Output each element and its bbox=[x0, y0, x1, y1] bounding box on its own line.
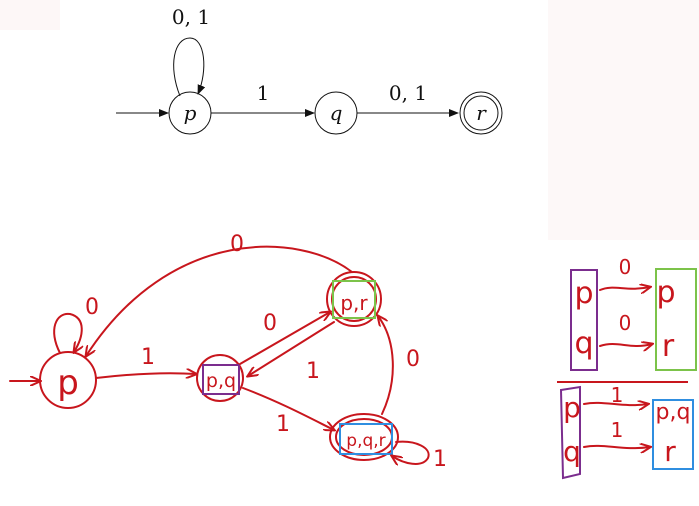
dfa-state-p-label: p bbox=[57, 363, 79, 403]
scan-patch bbox=[0, 0, 60, 30]
table-bottom-right-r: r bbox=[664, 435, 676, 468]
table-bottom-left-q: q bbox=[563, 435, 581, 468]
table-bottom-label-p: 1 bbox=[611, 383, 624, 407]
nfa-state-r bbox=[459, 91, 503, 135]
dfa-state-pqr bbox=[329, 413, 399, 461]
table-top-arrow-q bbox=[599, 344, 652, 346]
dfa-edge-pq-pr-label: 0 bbox=[263, 311, 277, 336]
table-bottom-left-purple-box bbox=[559, 385, 581, 480]
dfa-state-pq-label: p,q bbox=[206, 370, 236, 392]
dfa-state-pr-green-box bbox=[332, 280, 376, 319]
table-top-label-p: 0 bbox=[619, 255, 632, 279]
dfa-state-pqr-label: p,q,r bbox=[346, 431, 385, 451]
dfa-edge-pr-p-label: 0 bbox=[230, 232, 244, 257]
dfa-loop-p bbox=[53, 312, 82, 353]
dfa-state-p bbox=[39, 351, 97, 409]
table-top-left-purple-box bbox=[570, 269, 598, 371]
table-bottom-arrow-p bbox=[583, 403, 648, 405]
dfa-state-pq bbox=[196, 354, 244, 402]
dfa-state-pr-label: p,r bbox=[340, 291, 368, 315]
table-top-right-green-box bbox=[655, 268, 697, 371]
dfa-loop-pqr bbox=[392, 440, 430, 464]
nfa-edge-q-r-label: 0, 1 bbox=[389, 81, 427, 105]
table-bottom-label-q: 1 bbox=[611, 418, 624, 442]
table-top-left-q: q bbox=[574, 326, 593, 361]
dfa-edge-p-pq bbox=[95, 373, 196, 378]
table-top-left-p: p bbox=[574, 276, 593, 311]
nfa-diagram: 0, 1 p 1 q 0, 1 r bbox=[116, 5, 503, 135]
dfa-loop-p-label: 0 bbox=[85, 295, 99, 320]
nfa-self-loop bbox=[173, 37, 206, 97]
dfa-loop-pqr-label: 1 bbox=[433, 447, 447, 472]
subset-table: p 0 p q 0 r p 1 p,q q 1 r bbox=[557, 255, 697, 480]
table-bottom-left-p: p bbox=[563, 391, 581, 424]
dfa-edge-pr-pq-label: 1 bbox=[306, 359, 320, 384]
dfa-edge-pqr-pr bbox=[378, 316, 394, 415]
dfa-edge-pq-pr bbox=[239, 312, 330, 365]
table-top-arrow-p bbox=[599, 287, 650, 290]
table-top-right-r: r bbox=[662, 329, 675, 364]
table-bottom-right-pq: p,q bbox=[656, 400, 691, 425]
nfa-state-p-label: p bbox=[184, 101, 197, 125]
scan-patch bbox=[548, 0, 699, 240]
table-top-label-q: 0 bbox=[619, 311, 632, 335]
dfa-edge-p-pq-label: 1 bbox=[141, 345, 155, 370]
table-bottom-arrow-q bbox=[583, 446, 650, 448]
dfa-state-pr bbox=[326, 271, 382, 327]
nfa-state-r-label: r bbox=[476, 101, 487, 125]
nfa-state-q-label: q bbox=[330, 101, 343, 125]
nfa-self-loop-label: 0, 1 bbox=[172, 5, 210, 29]
dfa-edge-pr-pq bbox=[248, 321, 335, 376]
dfa-edge-pr-p bbox=[86, 245, 353, 356]
nfa-edge-p-q-label: 1 bbox=[257, 81, 270, 105]
table-bottom-right-blue-box bbox=[652, 399, 694, 470]
dfa-diagram: p 0 1 p,q p,r 0 1 0 p,q,r 1 bbox=[9, 232, 447, 472]
dfa-state-pqr-blue-box bbox=[339, 423, 393, 455]
table-top-right-p: p bbox=[656, 275, 675, 310]
dfa-edge-pqr-pr-label: 0 bbox=[406, 347, 420, 372]
dfa-state-pq-purple-box bbox=[202, 364, 240, 395]
dfa-edge-pq-pqr bbox=[242, 387, 334, 430]
dfa-edge-pq-pqr-label: 1 bbox=[276, 412, 290, 437]
nfa-state-r-accept-ring bbox=[463, 95, 499, 131]
